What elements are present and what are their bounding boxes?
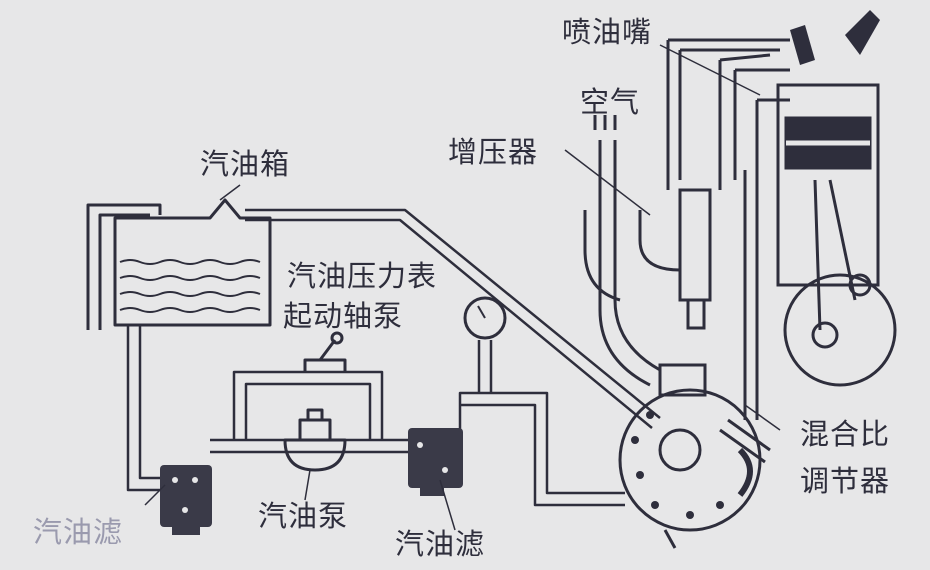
left-fuel-filter	[160, 465, 212, 527]
mixture-regulator	[618, 388, 762, 532]
label-injector: 喷油嘴	[562, 15, 653, 49]
starter-pump	[303, 339, 347, 372]
label-left-fuel-filter: 汽油滤	[33, 515, 124, 549]
label-turbocharger: 增压器	[448, 135, 539, 169]
turbocharger	[678, 188, 712, 302]
right-fuel-filter	[408, 428, 463, 488]
label-pressure-gauge: 汽油压力表	[287, 259, 438, 293]
cylinder	[776, 83, 880, 287]
label-fuel-tank: 汽油箱	[200, 147, 291, 181]
leader-lines	[144, 44, 781, 531]
intake-manifold	[598, 140, 661, 387]
crankshaft	[783, 273, 897, 387]
label-mixture-regulator-1: 混合比	[800, 417, 891, 451]
return-line	[245, 208, 661, 429]
label-starter-pump: 起动轴泵	[283, 299, 404, 333]
injectors	[790, 10, 880, 65]
fuel-supply-line	[126, 325, 625, 507]
label-mixture-regulator-2: 调节器	[800, 464, 891, 498]
pressure-gauge	[463, 296, 507, 340]
vent-pipe	[86, 203, 162, 330]
label-air: 空气	[580, 85, 641, 119]
label-right-fuel-filter: 汽油滤	[395, 527, 486, 561]
fuel-level	[119, 259, 261, 313]
label-fuel-pump: 汽油泵	[258, 499, 349, 533]
fuel-pump	[283, 408, 347, 472]
